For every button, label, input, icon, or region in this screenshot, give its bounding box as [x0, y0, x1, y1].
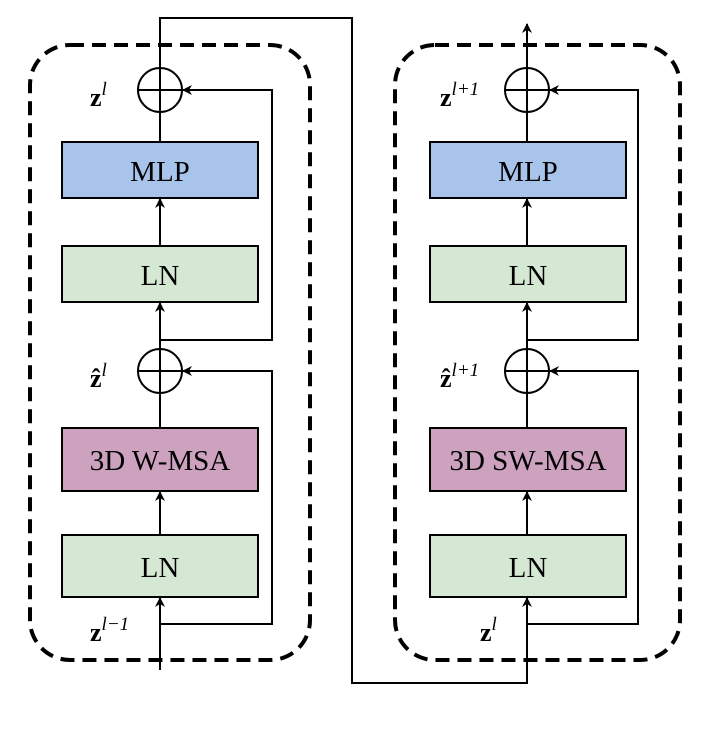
right-skip-connection-lower — [527, 366, 639, 625]
left-z-in-label: zl−1 — [90, 614, 129, 647]
left-block-dashed-border — [28, 43, 312, 662]
right-skip-connection-upper — [527, 85, 639, 341]
right-mlp-label: MLP — [498, 156, 558, 188]
left-z-out-base: z — [90, 83, 102, 112]
left-ln-top-block — [61, 245, 259, 303]
left-z-out-sup: l — [102, 79, 107, 100]
left-z-hat-base: ẑ — [90, 364, 102, 393]
left-z-hat-label: ẑl — [90, 360, 107, 393]
inter-block-connection — [159, 17, 532, 684]
right-top-add-icon — [504, 67, 550, 113]
right-z-out-label: zl+1 — [440, 79, 479, 112]
right-transformer-block: MLP LN 3D SW-MSA LN zl+1 ẑl+1 — [393, 23, 682, 662]
right-mlp-block — [429, 141, 627, 199]
right-z-in-sup: l — [492, 614, 497, 635]
left-z-hat-sup: l — [102, 360, 107, 381]
left-top-add-icon — [137, 67, 183, 113]
right-ln-bottom-block — [429, 534, 627, 598]
left-z-in-base: z — [90, 618, 102, 647]
left-z-out-label: zl — [90, 79, 107, 112]
right-z-hat-label: ẑl+1 — [440, 360, 479, 393]
right-ln-top-block — [429, 245, 627, 303]
right-msa-label: 3D SW-MSA — [449, 445, 606, 477]
left-skip-connection-upper — [160, 85, 273, 341]
left-ln-bottom-block — [61, 534, 259, 598]
left-transformer-block: MLP LN 3D W-MSA LN zl — [28, 43, 312, 670]
right-z-out-base: z — [440, 83, 452, 112]
left-z-in-sup: l−1 — [102, 614, 130, 635]
right-z-hat-sup: l+1 — [452, 360, 480, 381]
right-mid-add-icon — [504, 348, 550, 394]
right-ln-top-label: LN — [509, 260, 548, 292]
left-mid-add-icon — [137, 348, 183, 394]
right-block-dashed-border — [393, 43, 682, 662]
left-skip-connection-lower — [160, 366, 273, 625]
right-ln-bottom-label: LN — [509, 552, 548, 584]
left-mlp-label: MLP — [130, 156, 190, 188]
right-z-out-sup: l+1 — [452, 79, 480, 100]
right-z-hat-base: ẑ — [440, 364, 452, 393]
left-ln-top-label: LN — [141, 260, 180, 292]
left-ln-bottom-label: LN — [141, 552, 180, 584]
left-msa-label: 3D W-MSA — [90, 445, 231, 477]
right-z-in-label: zl — [480, 614, 497, 647]
right-z-in-base: z — [480, 618, 492, 647]
